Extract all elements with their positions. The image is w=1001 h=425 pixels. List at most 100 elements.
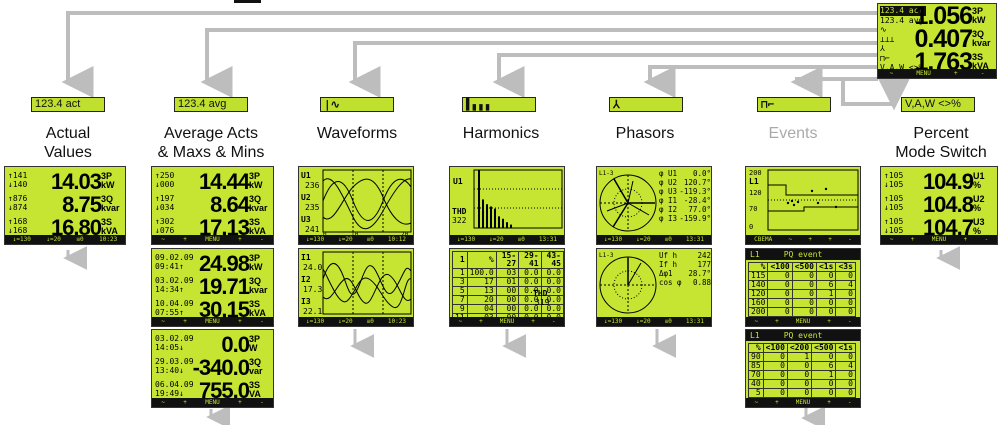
row-side-info: ↑250↓000 xyxy=(155,171,175,189)
menu-item-act[interactable]: 123.4 act xyxy=(880,6,926,16)
reading-label: φ U1 xyxy=(659,169,678,178)
reading-label: Δφ1 xyxy=(659,269,673,278)
menu-item-percent[interactable]: V,A,W <>% xyxy=(880,63,924,72)
main-menu-items: 123.4 act 123.4 avg ∿ ⊥⊥⊥ ⅄ ⊓⌐ V,A,W <>% xyxy=(880,6,926,73)
tab-harmonics[interactable]: ▌▖▖▖ xyxy=(462,97,536,112)
table-cell: 200 xyxy=(747,307,769,317)
title-average: Average Acts& Maxs & Mins xyxy=(157,125,265,161)
main-menu-screen[interactable]: 123.4 act 123.4 avg ∿ ⊥⊥⊥ ⅄ ⊓⌐ V,A,W <>%… xyxy=(877,3,997,79)
u3-label: U3 xyxy=(301,215,311,224)
phasor-circle-2 xyxy=(599,256,657,314)
tab-waveforms[interactable]: |∿ xyxy=(320,97,394,112)
reading-label: φ U2 xyxy=(659,178,678,187)
row-side-info: ↑197↓034 xyxy=(155,194,175,212)
tab-average[interactable]: 123.4 avg xyxy=(174,97,248,112)
table-header-cell: 1 xyxy=(452,251,468,269)
row-main-value: 8.64 xyxy=(210,192,250,217)
reading-label: φ U3 xyxy=(659,187,678,196)
tab-percent[interactable]: V,A,W <>% xyxy=(901,97,975,112)
menu-item-avg[interactable]: 123.4 avg xyxy=(880,15,924,25)
table-header-row: %<100<200<500<1s xyxy=(748,343,856,353)
table-cell: 6 xyxy=(815,280,837,290)
u3-value: 241 xyxy=(305,225,320,234)
table-cell: 5 xyxy=(748,388,764,398)
events-ytick-0: 200 xyxy=(749,169,762,177)
screen-footer: ~+MENU+- xyxy=(152,235,273,244)
harmonic-bar xyxy=(486,204,488,228)
harmonics-table-thd-value: 319 xyxy=(535,298,550,307)
u1-value: 236 xyxy=(305,181,320,190)
waveform-icon[interactable]: ∿ xyxy=(880,25,887,34)
reading-value: -28.4° xyxy=(683,196,711,205)
tab-events[interactable]: ⊓⌐ xyxy=(757,97,831,112)
phasor-label: L1-3 xyxy=(599,170,614,177)
row-side-info: ↑168↓168 xyxy=(8,217,28,235)
tab-actual[interactable]: 123.4 act xyxy=(31,97,105,112)
voltage-xtick-1: 10 xyxy=(351,230,358,239)
reading-value: -119.3° xyxy=(679,187,711,196)
row-unit: U2% xyxy=(973,194,985,213)
reading-value: 28.7° xyxy=(688,269,711,278)
tab-phasors[interactable]: ⅄ xyxy=(609,97,683,112)
table-cell: 0 xyxy=(786,388,813,398)
reading-label: If h xyxy=(659,260,678,269)
harmonic-bar xyxy=(478,170,480,228)
phasor-icon[interactable]: ⅄ xyxy=(880,44,885,53)
harmonics-icon[interactable]: ⊥⊥⊥ xyxy=(880,34,895,44)
menu-value-q: 0.407 xyxy=(914,25,973,53)
table-header-cell: 15-27 xyxy=(495,251,520,269)
i3-label: I3 xyxy=(301,297,311,306)
table-cell: 0 xyxy=(815,298,837,308)
events-cbema-screen[interactable]: 200 L1 120 70 0 CBEMA~++- xyxy=(745,166,861,245)
row-main-value: 104.9 xyxy=(922,169,974,194)
phasor-reading-row: φ I3-159.9° xyxy=(659,214,711,223)
title-phasors: Phasors xyxy=(615,125,675,142)
table-header-cell: % xyxy=(466,251,497,269)
table-header-cell: 43-45 xyxy=(540,251,564,269)
reading-value: 0.0° xyxy=(692,169,711,178)
row-unit: U1% xyxy=(973,171,985,190)
harmonics-table-footer: ~+MENU+- xyxy=(450,317,564,326)
voltage-waveform-screen[interactable]: U1 236 U2 235 U3 241 0 10 20 ↓=130↓=20≡0… xyxy=(298,166,414,245)
event-icon[interactable]: ⊓⌐ xyxy=(880,53,890,63)
title-events: Events xyxy=(768,125,818,142)
waveform-icon: |∿ xyxy=(324,98,340,111)
phasor-reading-row: φ U1 0.0° xyxy=(659,169,711,178)
harmonic-bar xyxy=(482,199,484,228)
reading-value: 0.88 xyxy=(692,278,711,287)
harmonics-ylabel: U1 xyxy=(453,177,463,186)
